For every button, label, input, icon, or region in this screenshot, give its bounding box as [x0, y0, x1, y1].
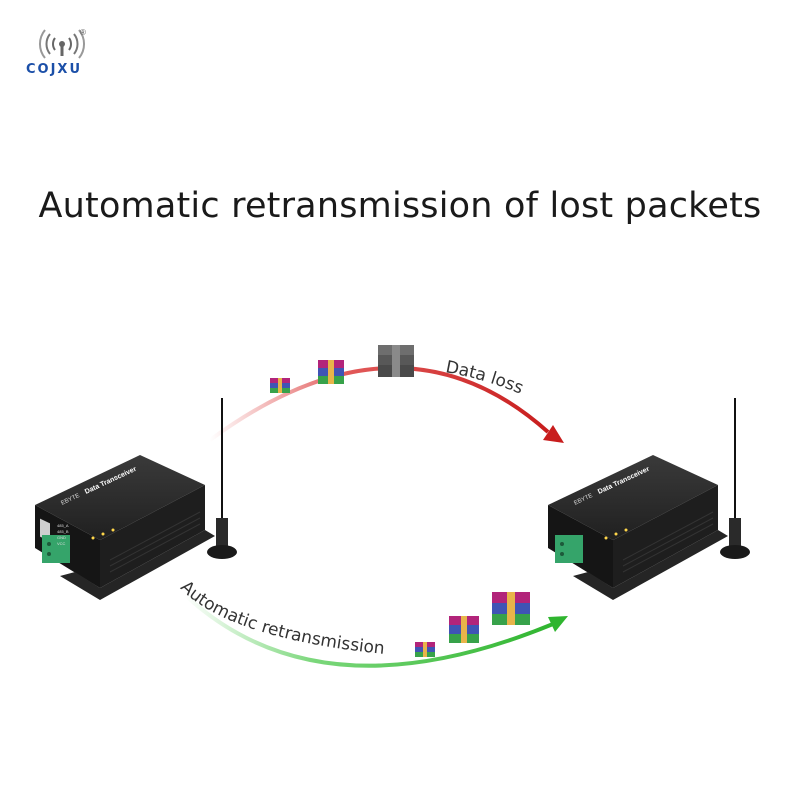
transceiver-left: Data Transceiver EBYTE 485_A 485_B GND V… [35, 398, 237, 600]
packet-icon [270, 378, 290, 393]
retransmission-arrow [183, 593, 568, 668]
transceiver-right: Data Transceiver EBYTE [548, 398, 750, 600]
port-label: 485_A [57, 523, 69, 528]
port-label: 485_B [57, 529, 69, 534]
port-label: GND [57, 535, 66, 540]
retransmission-label: Automatic retransmission [176, 577, 385, 659]
lost-packet-icon [378, 345, 414, 377]
brand-logo: ® COJXU [22, 26, 102, 86]
antenna [720, 398, 750, 559]
port-label: VCC [57, 541, 66, 546]
packet-icon [318, 360, 344, 384]
packet-icon [492, 592, 530, 625]
page-title: Automatic retransmission of lost packets [38, 186, 762, 226]
antenna [207, 398, 237, 559]
wireless-signal-icon [38, 29, 86, 59]
packet-icon [449, 616, 479, 643]
packet-icon [415, 642, 435, 657]
data-loss-label: Data loss [444, 357, 526, 398]
registered-mark: ® [80, 28, 86, 37]
brand-name: COJXU [26, 62, 83, 77]
